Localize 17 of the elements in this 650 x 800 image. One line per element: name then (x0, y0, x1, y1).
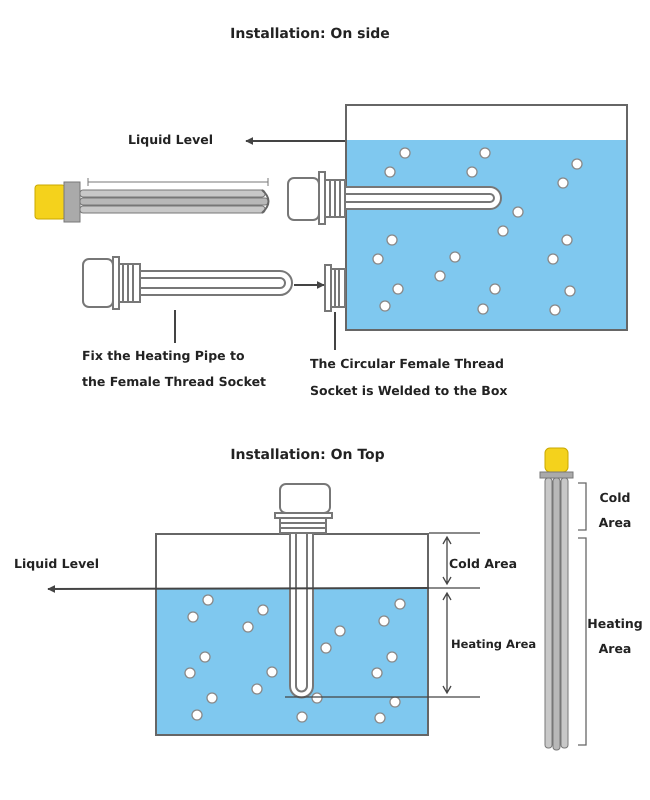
section-title: Installation: On Top (229, 446, 386, 465)
zone-label: Heating Area (586, 615, 644, 658)
callout-text: Fix the Heating Pipe to the Female Thread Socket (82, 343, 272, 395)
zone-label: Heating Area (451, 636, 538, 653)
zone-label: Cold Area (449, 555, 518, 573)
section-title: Installation: On side (229, 25, 391, 44)
water-tank (155, 533, 429, 736)
leader-line (174, 310, 176, 343)
arrow (245, 137, 345, 145)
callout-text: Liquid Level (128, 131, 246, 152)
arrow (294, 281, 325, 289)
callout-text: The Circular Female Thread Socket is Welded to the Box (310, 350, 520, 404)
callout-text: Liquid Level (14, 555, 114, 589)
leader-line (334, 312, 336, 350)
zone-label: Cold Area (598, 489, 632, 532)
water-tank (345, 104, 628, 331)
arrow (47, 584, 429, 593)
